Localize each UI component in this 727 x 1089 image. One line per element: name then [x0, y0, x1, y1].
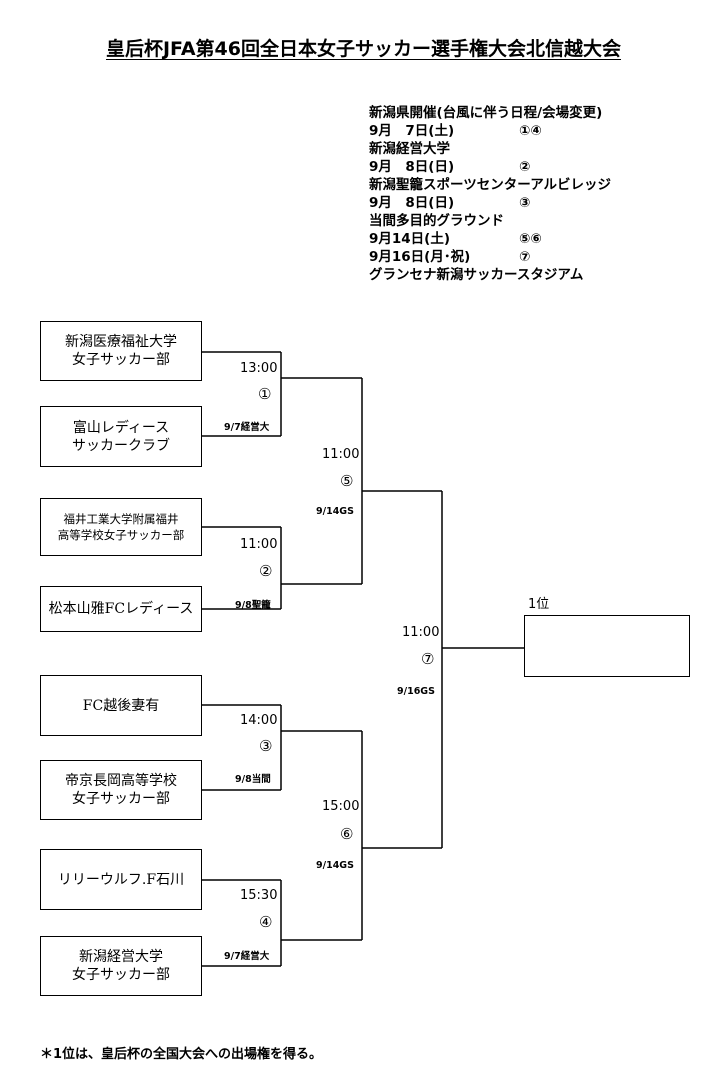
schedule-row: 9月14日(土) ⑤⑥ — [369, 230, 611, 248]
schedule-row: 9月 8日(日) ③ — [369, 194, 611, 212]
schedule-matches: ⑦ — [519, 249, 531, 265]
match-number: ⑤ — [340, 472, 354, 490]
team-name: 松本山雅FCレディース — [48, 601, 194, 617]
page-title: 皇后杯JFA第46回全日本女子サッカー選手権大会北信越大会 — [105, 38, 621, 60]
match-number: ② — [259, 562, 273, 580]
match-number: ④ — [259, 913, 273, 931]
team-name: サッカークラブ — [72, 437, 170, 454]
match-venue: 9/14GS — [316, 860, 354, 871]
team-name: 女子サッカー部 — [72, 967, 170, 983]
team-name: FC越後妻有 — [82, 697, 160, 714]
schedule-list: 新潟県開催(台風に伴う日程/会場変更) 9月 7日(土) ①④ 新潟経営大学 9月… — [369, 104, 611, 284]
match-time: 14:00 — [240, 713, 278, 728]
match-time: 15:00 — [322, 799, 360, 814]
footnote: ＊1位は、皇后杯の全国大会への出場権を得る。 — [40, 1047, 323, 1062]
team-box-teikyo-nagaoka: 帝京長岡高等学校 女子サッカー部 — [40, 760, 202, 820]
schedule-venue: グランセナ新潟サッカースタジアム — [369, 267, 584, 283]
match-time: 15:30 — [240, 888, 278, 903]
schedule-date: 9月 8日(日) — [369, 159, 455, 175]
schedule-matches: ①④ — [519, 123, 542, 139]
team-box-toyama-ladies: 富山レディース サッカークラブ — [40, 406, 202, 467]
team-box-niigata-keiei: 新潟経営大学 女子サッカー部 — [40, 936, 202, 996]
match-time: 11:00 — [240, 537, 278, 552]
match-venue: 9/7経営大 — [224, 951, 270, 962]
schedule-matches: ⑤⑥ — [519, 231, 542, 247]
match-time: 13:00 — [240, 361, 278, 376]
schedule-venue: 新潟経営大学 — [369, 141, 450, 157]
schedule-row: 新潟経営大学 — [369, 140, 611, 158]
winner-label: 1位 — [528, 597, 550, 612]
schedule-date: 9月 8日(日) — [369, 195, 455, 211]
match-venue: 9/14GS — [316, 506, 354, 517]
team-name: 新潟医療福祉大学 — [65, 334, 177, 350]
schedule-date: 9月 7日(土) — [369, 123, 455, 139]
schedule-matches: ② — [519, 159, 531, 175]
team-box-matsumoto-yamaga: 松本山雅FCレディース — [40, 586, 202, 632]
match-time: 11:00 — [402, 625, 440, 640]
team-box-lily-wolf: リリーウルフ.F石川 — [40, 849, 202, 910]
match-venue: 9/8聖籠 — [235, 600, 271, 611]
team-name: リリーウルフ.F石川 — [57, 871, 185, 888]
schedule-row: 9月16日(月･祝) ⑦ — [369, 248, 611, 266]
schedule-row: 当間多目的グラウンド — [369, 212, 611, 230]
team-box-fc-echigo-tsumari: FC越後妻有 — [40, 675, 202, 736]
team-box-niigata-iryo: 新潟医療福祉大学 女子サッカー部 — [40, 321, 202, 381]
team-name: 高等学校女子サッカー部 — [57, 528, 185, 542]
schedule-date: 9月14日(土) — [369, 231, 451, 247]
match-venue: 9/7経営大 — [224, 422, 270, 433]
schedule-matches: ③ — [519, 195, 531, 211]
team-name: 帝京長岡高等学校 — [65, 773, 177, 789]
team-box-fukui-kodai: 福井工業大学附属福井 高等学校女子サッカー部 — [40, 498, 202, 556]
schedule-row: 新潟聖籠スポーツセンターアルビレッジ — [369, 176, 611, 194]
schedule-venue: 新潟聖籠スポーツセンターアルビレッジ — [369, 177, 612, 193]
team-name: 女子サッカー部 — [72, 791, 170, 807]
winner-box — [524, 615, 690, 677]
schedule-row: 新潟県開催(台風に伴う日程/会場変更) — [369, 104, 611, 122]
schedule-row: 9月 8日(日) ② — [369, 158, 611, 176]
match-venue: 9/8当間 — [235, 774, 271, 785]
schedule-date: 9月16日(月･祝) — [369, 249, 471, 265]
match-number: ① — [258, 385, 272, 403]
schedule-row: グランセナ新潟サッカースタジアム — [369, 266, 611, 284]
schedule-row: 9月 7日(土) ①④ — [369, 122, 611, 140]
team-name: 新潟経営大学 — [79, 949, 163, 965]
match-venue: 9/16GS — [397, 686, 435, 697]
match-time: 11:00 — [322, 447, 360, 462]
match-number: ③ — [259, 737, 273, 755]
match-number: ⑦ — [421, 650, 435, 668]
team-name: 富山レディース — [72, 419, 170, 436]
match-number: ⑥ — [340, 825, 354, 843]
team-name: 女子サッカー部 — [72, 352, 170, 368]
schedule-venue: 当間多目的グラウンド — [369, 213, 504, 229]
schedule-text: 新潟県開催(台風に伴う日程/会場変更) — [369, 105, 603, 121]
team-name: 福井工業大学附属福井 — [63, 512, 179, 526]
